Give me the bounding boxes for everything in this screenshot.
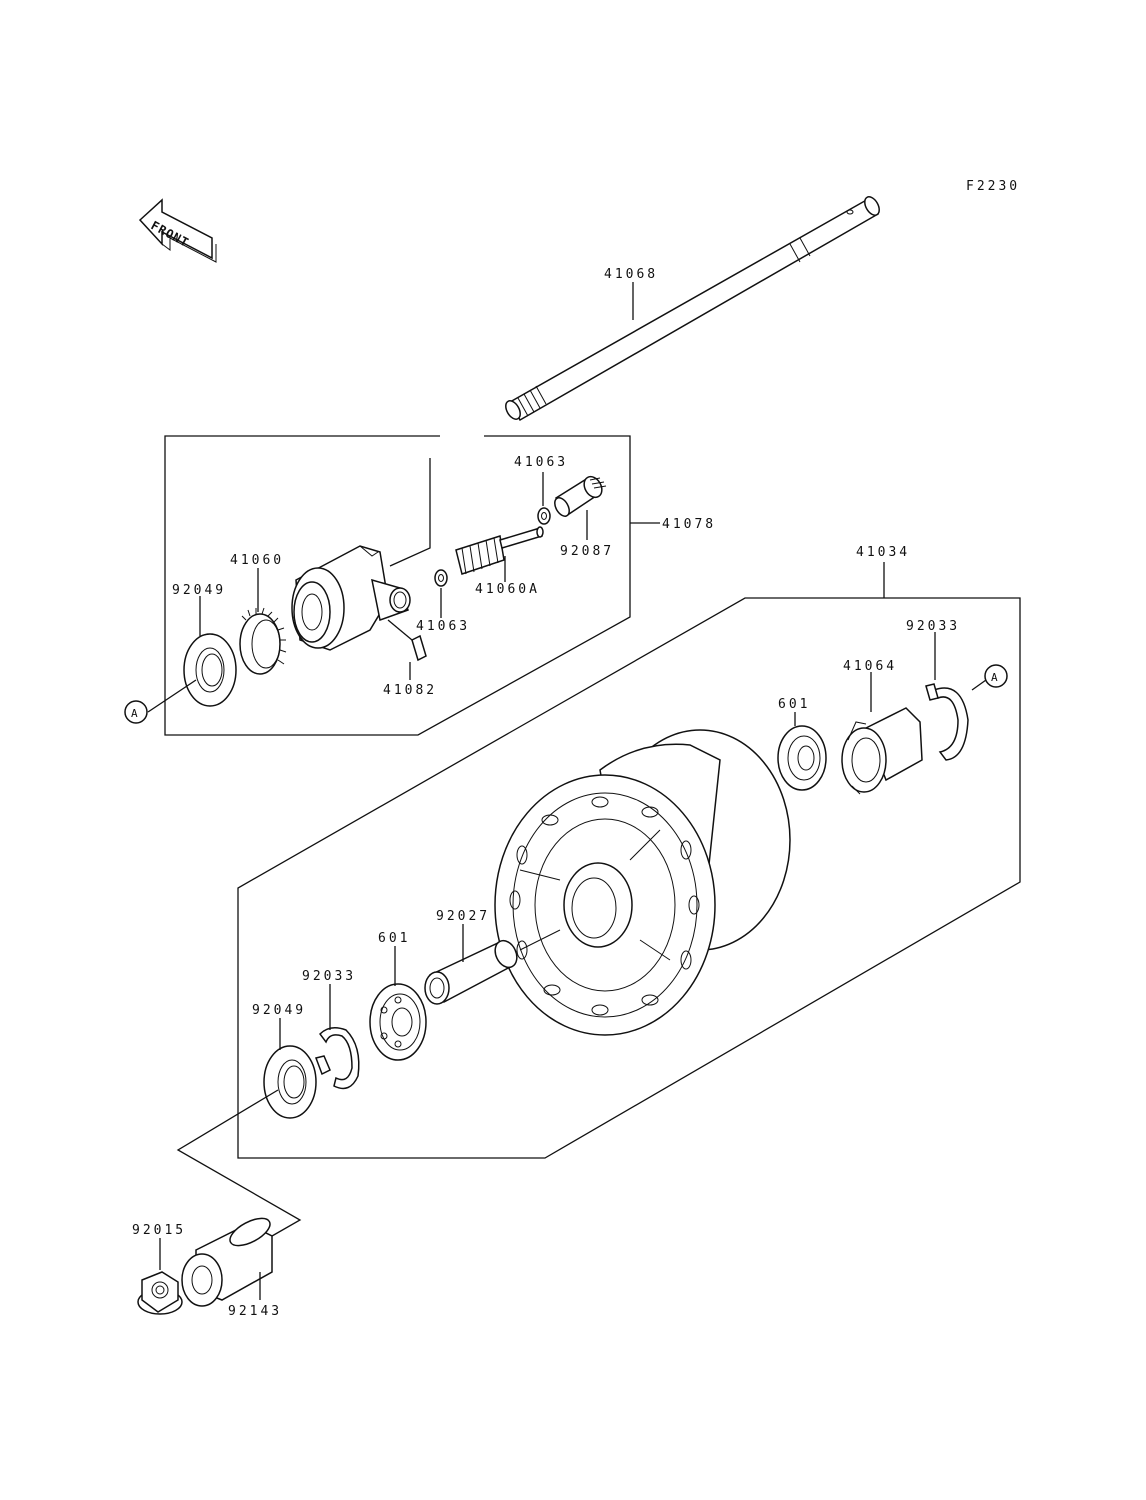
pin-guide-41082 <box>387 619 413 641</box>
label-92049-lower: 92049 <box>252 1003 306 1018</box>
leader-a-right <box>971 679 987 691</box>
gear-41060a <box>455 526 544 575</box>
label-41063-upper: 41063 <box>514 455 568 470</box>
pin-41082 <box>411 634 427 662</box>
gear-ring-41060 <box>239 607 287 675</box>
bushing-92087 <box>554 475 607 518</box>
collar-41064 <box>841 707 923 795</box>
label-41060: 41060 <box>230 553 284 568</box>
wheel-hub <box>494 729 791 1036</box>
assembly-guide-line <box>176 1089 302 1237</box>
circlip-92033-right <box>925 683 969 761</box>
label-41060a: 41060A <box>475 582 540 597</box>
axle-41068 <box>505 196 880 422</box>
label-92033-left: 92033 <box>302 969 356 984</box>
label-601-right: 601 <box>778 697 810 712</box>
circlip-92033-left <box>315 1027 360 1090</box>
washer-41063-upper <box>537 507 551 525</box>
label-92015: 92015 <box>132 1223 186 1238</box>
bearing-601-right <box>777 725 827 791</box>
enclosure-41078 <box>164 435 631 736</box>
axle-leader-in-box <box>389 458 431 567</box>
ref-mark-a-left <box>124 700 148 724</box>
bearing-601-left <box>369 983 427 1061</box>
label-92087: 92087 <box>560 544 614 559</box>
ref-mark-a-right <box>984 664 1008 688</box>
diagram-code: F2230 <box>966 179 1020 194</box>
seal-92049-lower <box>263 1045 317 1119</box>
label-92027: 92027 <box>436 909 490 924</box>
ref-mark-a-left-text: A <box>131 707 138 720</box>
label-41082: 41082 <box>383 683 437 698</box>
label-41068: 41068 <box>604 267 658 282</box>
nut-92015 <box>137 1271 183 1315</box>
gear-housing <box>291 545 411 651</box>
front-arrow-icon: FRONT <box>138 198 217 263</box>
label-41078: 41078 <box>662 517 716 532</box>
label-92143: 92143 <box>228 1304 282 1319</box>
ref-mark-a-right-text: A <box>991 671 998 684</box>
label-41064: 41064 <box>843 659 897 674</box>
enclosure-41034 <box>237 562 1021 1159</box>
sleeve-92143 <box>181 1217 273 1307</box>
label-601-left: 601 <box>378 931 410 946</box>
label-41034: 41034 <box>856 545 910 560</box>
spacer-92027 <box>424 939 518 1005</box>
label-41063-lower: 41063 <box>416 619 470 634</box>
washer-41063-lower <box>434 569 448 587</box>
seal-92049-upper <box>183 633 237 707</box>
leader-a-left <box>147 679 197 713</box>
label-92049-upper: 92049 <box>172 583 226 598</box>
label-92033-right: 92033 <box>906 619 960 634</box>
